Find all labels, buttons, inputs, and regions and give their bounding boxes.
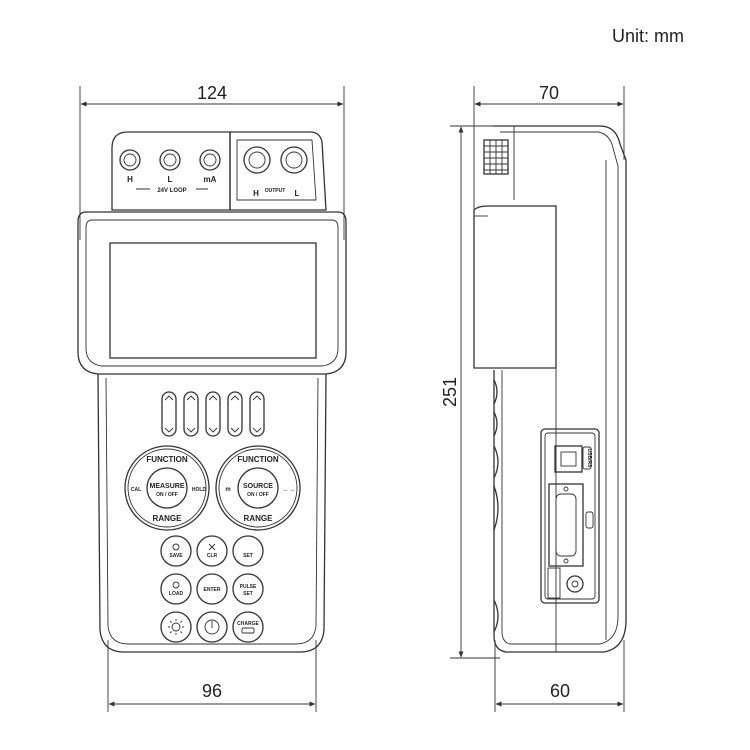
key-pulse-set-label: SET: [243, 591, 253, 597]
source-center-label: SOURCE: [243, 483, 273, 490]
output-terminal-h: [243, 146, 271, 174]
key-enter: ENTER: [196, 573, 228, 605]
measure-range-label: RANGE: [153, 514, 183, 523]
measure-dial: FUNCTION RANGE MEASURE ON / OFF CAL HOLD: [124, 445, 210, 531]
terminal-ma-label: mA: [204, 175, 217, 184]
key-charge: CHARGE: [232, 611, 264, 643]
soft-keys: [161, 391, 265, 437]
source-sub-label: ON / OFF: [247, 492, 269, 498]
dc-jack: [566, 575, 584, 593]
key-load: LOAD: [160, 573, 192, 605]
key-charge-label: CHARGE: [237, 621, 259, 627]
sun-icon: [171, 622, 181, 632]
source-function-label: FUNCTION: [237, 455, 279, 464]
dim-124: 124: [197, 83, 227, 103]
dim-60: 60: [550, 681, 570, 701]
key-pulse-label: PULSE: [240, 584, 257, 590]
output-l-label: L: [295, 189, 300, 198]
dim-251: 251: [440, 377, 460, 407]
dim-side-bottom: 60: [494, 640, 625, 712]
key-set: SET: [232, 535, 264, 567]
source-left-label: m: [225, 487, 230, 493]
source-range-label: RANGE: [244, 514, 274, 523]
measure-sub-label: ON / OFF: [156, 492, 178, 498]
output-label: OUTPUT: [265, 188, 286, 194]
unit-label: Unit: mm: [612, 26, 684, 46]
display-screen: [109, 242, 317, 359]
dsub-connector: [548, 483, 584, 567]
key-clr: CLR: [196, 535, 228, 567]
key-power: [196, 611, 228, 643]
terminal-l: [159, 149, 181, 171]
key-pulse-set: PULSE SET: [232, 573, 264, 605]
connector-label: USB/RS: [586, 449, 592, 469]
dim-front-bottom: 96: [107, 640, 317, 712]
dim-70: 70: [539, 83, 559, 103]
dim-side-top: 70: [473, 83, 625, 210]
measure-right-label: HOLD: [192, 487, 207, 493]
key-save-label: SAVE: [169, 553, 183, 559]
key-save: SAVE: [160, 535, 192, 567]
measure-left-label: CAL: [131, 487, 141, 493]
key-load-label: LOAD: [169, 591, 184, 597]
key-clr-label: CLR: [207, 553, 218, 559]
key-set-label: SET: [243, 553, 253, 559]
source-dial: FUNCTION RANGE SOURCE ON / OFF m ←→: [215, 445, 301, 531]
connector-panel: USB/RS: [540, 428, 600, 604]
output-terminal-l: [280, 146, 308, 174]
output-h-label: H: [253, 189, 259, 198]
loop-label: 24V LOOP: [157, 188, 186, 194]
terminal-h: [119, 149, 141, 171]
front-view: 124 96 H L mA 24V L: [77, 83, 347, 712]
terminal-knob: [483, 139, 509, 175]
terminal-l-label: L: [168, 175, 173, 184]
terminal-h-label: H: [127, 175, 133, 184]
source-right-label: ←→: [283, 487, 295, 493]
measure-center-label: MEASURE: [149, 483, 184, 490]
key-enter-label: ENTER: [204, 587, 221, 593]
side-view: 70 60 251: [440, 83, 627, 712]
battery-icon: [241, 627, 255, 634]
measure-function-label: FUNCTION: [146, 455, 188, 464]
dim-96: 96: [202, 681, 222, 701]
terminal-ma: [199, 149, 221, 171]
rj-jack: [554, 445, 583, 473]
key-backlight: [160, 611, 192, 643]
